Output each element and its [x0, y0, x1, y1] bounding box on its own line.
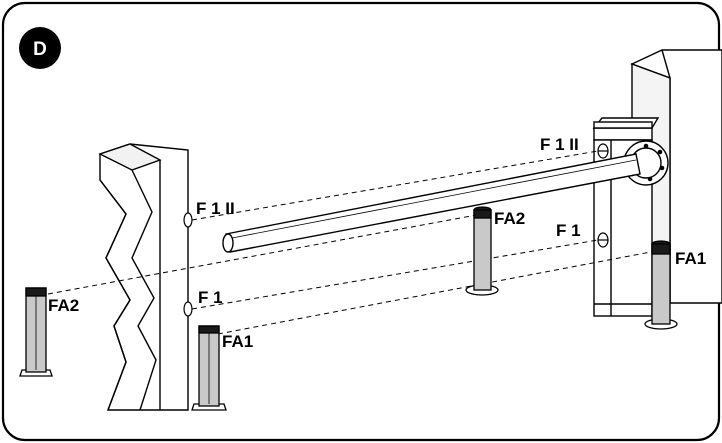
label-fa1-right: FA1: [675, 249, 706, 268]
beam-f1ii: [191, 150, 599, 221]
beam-fa1: [217, 250, 657, 335]
beam-lines: [47, 150, 657, 335]
post-fa1-right: [644, 240, 678, 330]
label-f1-right: F 1: [556, 221, 581, 240]
label-f1ii-right: F 1 II: [540, 135, 579, 154]
photocell-f1-left: [183, 301, 193, 317]
label-f1ii-left: F 1 II: [196, 199, 235, 218]
label-fa1-left: FA1: [222, 332, 253, 351]
label-f1-left: F 1: [198, 288, 223, 307]
beam-fa2: [47, 213, 483, 295]
figure-badge: D: [19, 27, 61, 69]
label-fa2-left: FA2: [48, 296, 79, 315]
boom-arm: [222, 153, 641, 253]
post-fa2-center: [465, 206, 499, 296]
badge-letter: D: [33, 39, 47, 60]
photocell-f1ii-left: [183, 212, 193, 228]
photocell-f1-right: [597, 232, 609, 248]
label-fa2-center: FA2: [494, 209, 525, 228]
left-pillar: [98, 143, 189, 411]
post-fa1-left: [191, 325, 227, 411]
beam-f1: [191, 239, 599, 310]
photocell-f1ii-right: [597, 143, 609, 159]
post-fa2-left: [19, 287, 53, 377]
